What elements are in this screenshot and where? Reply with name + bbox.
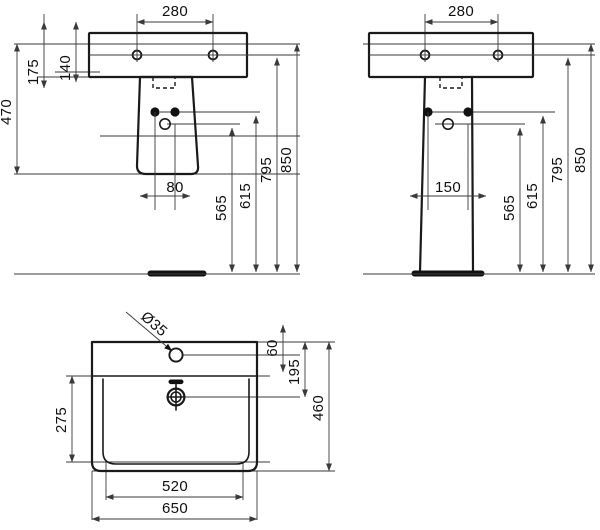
dim-label-565-view2: 565 xyxy=(501,195,518,221)
dim-label-140-view1: 140 xyxy=(57,55,74,81)
dimension-140-view1: 140 xyxy=(57,21,79,83)
floor-line-view1 xyxy=(147,270,300,277)
dim-label-195-plan: 195 xyxy=(286,359,303,385)
dimension-850-view1: 850 xyxy=(278,43,300,273)
dimension-195-plan: 195 xyxy=(286,341,308,398)
view-front-full-pedestal: 280 150 565 615 795 850 xyxy=(363,3,595,277)
basin-body-view2 xyxy=(367,31,535,274)
waste-outlet-plan xyxy=(166,379,186,411)
dimension-470-view1: 470 xyxy=(0,43,20,175)
basin-outline-plan xyxy=(90,340,259,473)
dim-label-795-view1: 795 xyxy=(258,157,275,183)
supply-and-waste-view2 xyxy=(423,107,473,131)
dim-label-615-view1: 615 xyxy=(237,183,254,209)
dimension-795-view1: 795 xyxy=(258,57,280,273)
dimension-175-view1: 175 xyxy=(25,21,47,89)
dim-label-175-view1: 175 xyxy=(25,59,42,85)
tap-hole-plan xyxy=(168,347,184,363)
dim-label-460-plan: 460 xyxy=(310,395,327,421)
dimension-280-view2: 280 xyxy=(424,3,499,25)
dim-label-280-view1: 280 xyxy=(162,3,188,20)
dimension-80-view1: 80 xyxy=(139,112,191,210)
dimension-795-view2: 795 xyxy=(549,57,571,273)
dimension-460-plan: 460 xyxy=(310,341,332,472)
tap-holes-view1 xyxy=(89,48,300,62)
basin-body-view1 xyxy=(87,31,249,176)
dim-label-650-plan: 650 xyxy=(162,500,188,517)
extension-lines-view2 xyxy=(363,14,595,275)
extension-lines-view1 xyxy=(14,14,300,275)
dimension-60-plan: 60 xyxy=(264,324,286,373)
dimension-520-plan: 520 xyxy=(105,478,244,500)
dim-label-150-view2: 150 xyxy=(435,179,461,196)
dim-label-60-plan: 60 xyxy=(264,339,281,356)
tap-holes-view2 xyxy=(369,48,595,62)
view-front-semi-pedestal: 280 175 140 470 80 565 xyxy=(0,3,300,277)
dimension-280-view1: 280 xyxy=(136,3,214,25)
dim-label-80-view1: 80 xyxy=(166,179,183,196)
dim-label-280-view2: 280 xyxy=(448,3,474,20)
dimension-650-plan: 650 xyxy=(91,500,258,522)
dimension-850-view2: 850 xyxy=(572,43,594,273)
dimension-615-view1: 615 xyxy=(237,115,259,273)
dim-label-275-plan: 275 xyxy=(53,407,70,433)
dim-label-795-view2: 795 xyxy=(549,157,566,183)
floor-line-view2 xyxy=(411,270,595,277)
view-plan: Ø35 60 195 460 275 520 xyxy=(53,308,335,522)
dimension-275-plan: 275 xyxy=(53,375,75,463)
dim-label-850-view2: 850 xyxy=(572,147,589,173)
dimension-150-view2: 150 xyxy=(409,112,487,210)
dim-label-615-view2: 615 xyxy=(524,183,541,209)
diameter-callout-plan: Ø35 xyxy=(125,308,173,352)
dim-label-d35-plan: Ø35 xyxy=(137,308,170,340)
dim-label-565-view1: 565 xyxy=(213,195,230,221)
dim-label-470-view1: 470 xyxy=(0,99,15,125)
dim-label-520-plan: 520 xyxy=(162,478,188,495)
dimension-565-view2: 565 xyxy=(501,127,523,273)
dimension-565-view1: 565 xyxy=(213,127,235,273)
dimension-615-view2: 615 xyxy=(524,115,546,273)
dim-label-850-view1: 850 xyxy=(278,147,295,173)
